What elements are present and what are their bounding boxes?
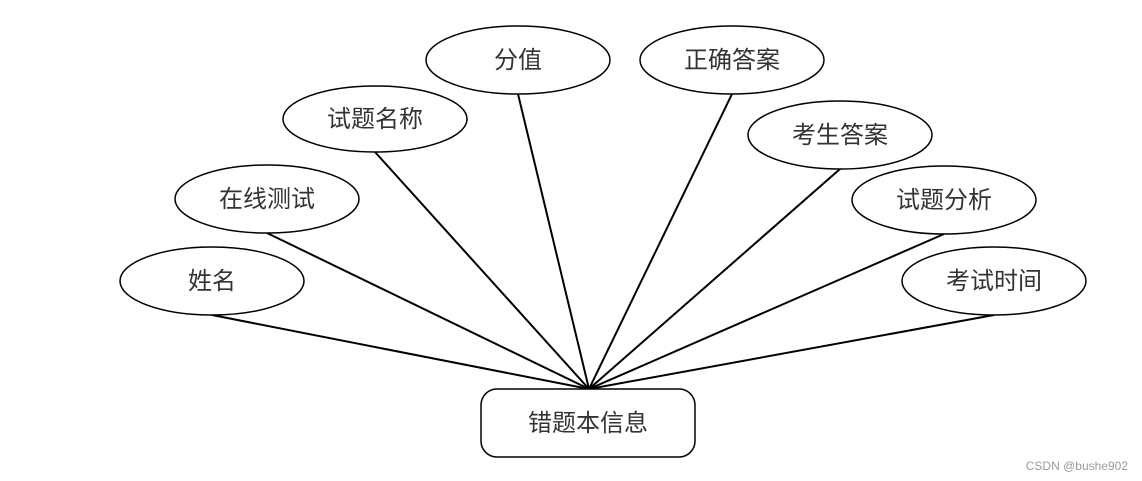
attribute-ellipse xyxy=(174,164,360,234)
connector-line xyxy=(211,314,590,390)
attribute-label: 考试时间 xyxy=(946,267,1042,295)
attribute-node: 在线测试 xyxy=(174,164,360,234)
attribute-ellipse xyxy=(851,165,1037,235)
connector-line xyxy=(517,93,590,390)
attribute-ellipse xyxy=(282,85,468,153)
attribute-node: 试题分析 xyxy=(851,165,1037,235)
attribute-label: 正确答案 xyxy=(684,46,780,74)
attribute-label: 在线测试 xyxy=(219,185,315,213)
entity-label: 错题本信息 xyxy=(528,409,648,437)
attribute-node: 分值 xyxy=(425,25,611,95)
entity-node: 错题本信息 xyxy=(480,388,696,458)
attribute-label: 姓名 xyxy=(188,267,236,295)
connector-line xyxy=(374,151,590,390)
attribute-ellipse xyxy=(901,246,1087,316)
attribute-node: 试题名称 xyxy=(282,85,468,153)
attribute-label: 试题分析 xyxy=(896,186,992,214)
attribute-ellipse xyxy=(119,246,305,316)
watermark-text: CSDN @bushe902 xyxy=(1025,459,1128,473)
attribute-ellipse xyxy=(639,25,825,95)
connector-lines xyxy=(211,93,995,390)
attribute-label: 试题名称 xyxy=(327,105,423,133)
attribute-ellipse xyxy=(425,25,611,95)
attribute-label: 分值 xyxy=(494,46,542,74)
attribute-label: 考生答案 xyxy=(792,121,888,149)
entity-box xyxy=(480,388,696,458)
attribute-node: 姓名 xyxy=(119,246,305,316)
connector-line xyxy=(588,314,995,390)
connector-line xyxy=(588,168,841,390)
attribute-ellipse xyxy=(747,100,933,170)
attribute-node: 考试时间 xyxy=(901,246,1087,316)
connector-line xyxy=(588,233,945,390)
attribute-nodes: 姓名 在线测试 试题名称 分值 正确答案 考生答案 试题分析 考试时间 xyxy=(119,25,1087,316)
attribute-node: 正确答案 xyxy=(639,25,825,95)
connector-line xyxy=(266,232,590,390)
attribute-node: 考生答案 xyxy=(747,100,933,170)
connector-line xyxy=(588,93,733,390)
